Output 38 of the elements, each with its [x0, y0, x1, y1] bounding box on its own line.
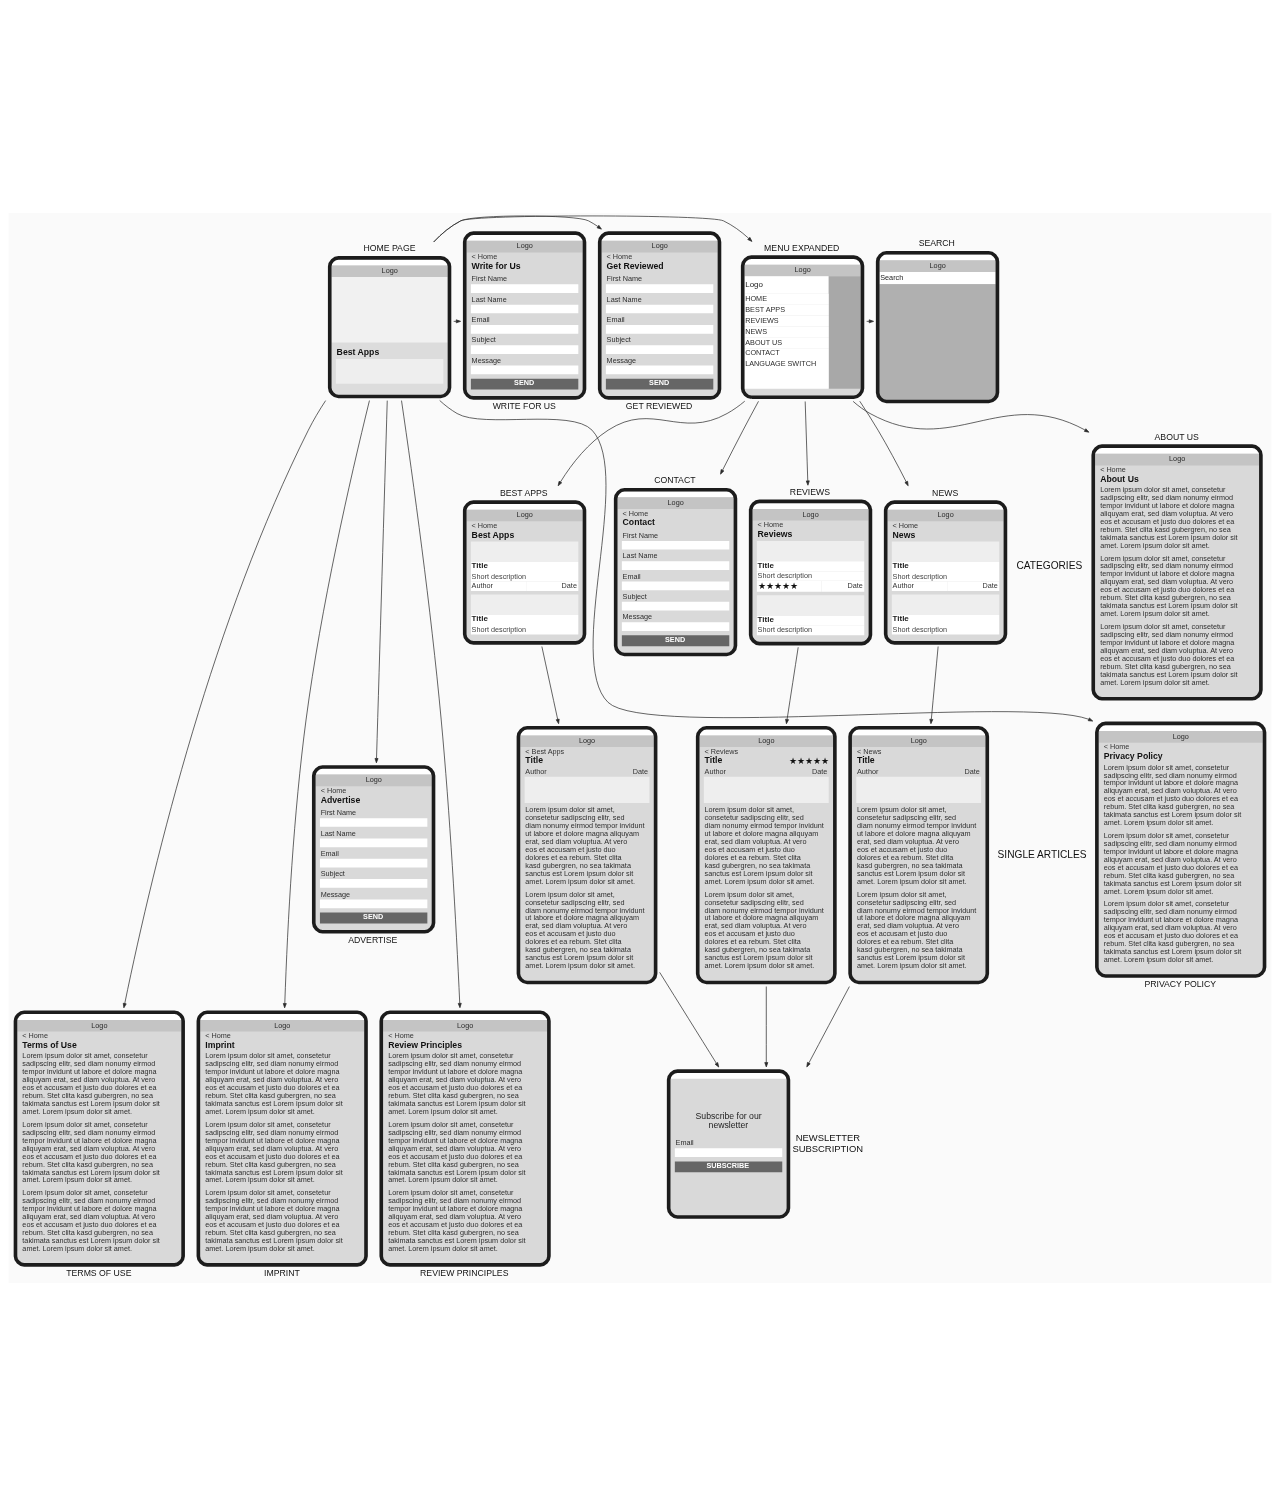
arrow [659, 972, 720, 1068]
arrow [401, 400, 462, 1009]
node-label: MENU EXPANDED [764, 242, 840, 253]
arrow [557, 400, 746, 487]
arrow [374, 400, 388, 764]
node-label: ABOUT US [1154, 431, 1199, 442]
node-label: NEWS [932, 487, 959, 498]
arrow [433, 215, 753, 243]
node-label: SEARCH [918, 238, 955, 249]
node-label: HOME PAGE [363, 243, 416, 254]
node-label: IMPRINT [264, 1267, 300, 1278]
arrow [541, 646, 560, 725]
node-label: CONTACT [654, 475, 696, 486]
arrow [122, 400, 326, 1009]
arrow [929, 646, 939, 725]
node-label: REVIEWS [789, 486, 830, 497]
arrow [433, 215, 602, 243]
node-label: BEST APPS [499, 487, 548, 498]
label: SINGLE ARTICLES [997, 848, 1087, 860]
arrow [859, 400, 909, 487]
arrow [439, 400, 1094, 722]
node-label: ADVERTISE [348, 934, 398, 945]
label: CATEGORIES [1016, 559, 1083, 571]
node-label: NEWSLETTER SUBSCRIPTION [792, 1132, 864, 1154]
arrow [852, 401, 1090, 433]
arrow [282, 400, 370, 1009]
arrow [785, 646, 799, 725]
arrow [804, 401, 810, 486]
arrow [720, 400, 759, 475]
arrow [764, 986, 769, 1068]
node-label: GET REVIEWED [625, 400, 693, 411]
arrow [866, 319, 874, 324]
arrow [806, 986, 850, 1068]
arrow [453, 319, 461, 324]
node-label: WRITE FOR US [492, 400, 556, 411]
node-label: TERMS OF USE [66, 1267, 132, 1278]
node-label: REVIEW PRINCIPLES [420, 1267, 509, 1278]
node-label: PRIVACY POLICY [1144, 978, 1217, 989]
